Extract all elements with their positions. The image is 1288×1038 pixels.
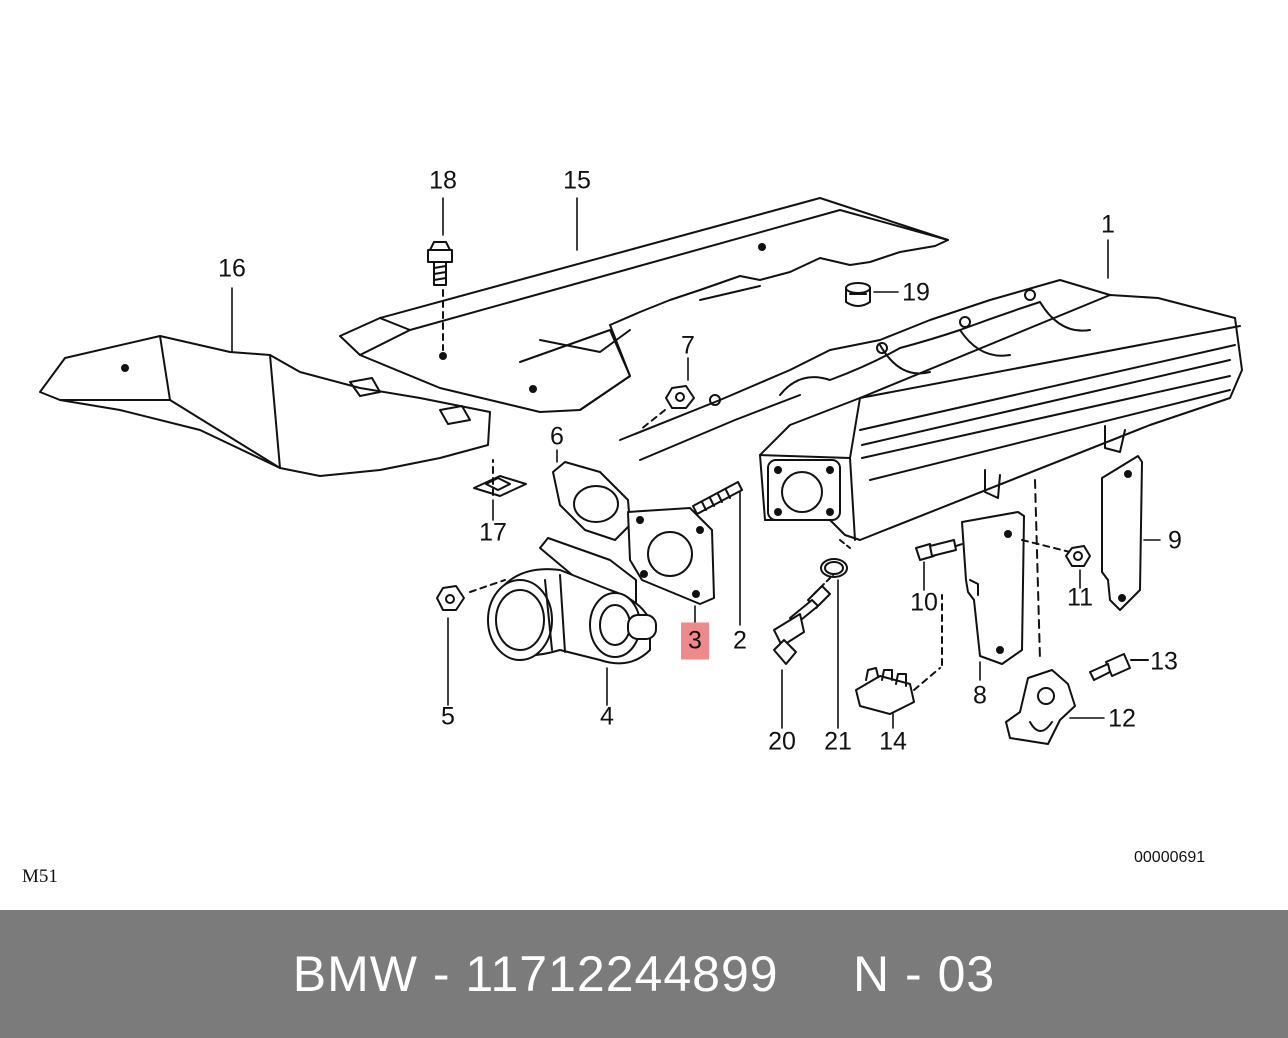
footer-bar: BMW - 11712244899 N - 03: [0, 910, 1288, 1038]
part-20-sensor: [773, 573, 835, 665]
part-11-nut: [1065, 545, 1091, 567]
callout-9[interactable]: 9: [1168, 526, 1182, 555]
part-6-gasket: [552, 461, 631, 541]
callout-2[interactable]: 2: [733, 626, 747, 655]
callout-13[interactable]: 13: [1150, 647, 1178, 676]
leader-lines: [231, 197, 1161, 729]
callout-8[interactable]: 8: [973, 681, 987, 710]
callout-5[interactable]: 5: [441, 702, 455, 731]
parts-diagram: [39, 197, 1243, 745]
callout-18[interactable]: 18: [429, 166, 457, 195]
engine-code-label: M51: [22, 866, 58, 887]
part-13-bolt: [1089, 653, 1149, 681]
callout-19[interactable]: 19: [902, 278, 930, 307]
callout-3-highlighted[interactable]: 3: [681, 622, 709, 660]
drawing-number-label: 00000691: [1134, 849, 1206, 866]
callout-6[interactable]: 6: [550, 422, 564, 451]
callout-7[interactable]: 7: [681, 331, 695, 360]
part-8-bracket: [961, 511, 1071, 665]
part-1-intake-manifold: [619, 279, 1243, 661]
callout-4[interactable]: 4: [600, 702, 614, 731]
part-number-caption: BMW - 11712244899 N - 03: [292, 946, 996, 1002]
part-2-stud: [692, 481, 743, 515]
part-4-throttle-body: [487, 537, 657, 665]
part-10-bolt: [915, 539, 976, 561]
part-18-bolt: [427, 241, 453, 351]
part-5-nut: [436, 579, 506, 611]
callout-17[interactable]: 17: [479, 518, 507, 547]
part-17-clip: [473, 459, 527, 497]
part-21-o-ring: [820, 539, 851, 578]
callout-11[interactable]: 11: [1067, 583, 1093, 612]
callout-1[interactable]: 1: [1101, 210, 1115, 239]
part-16-cover-plate: [39, 335, 491, 477]
callout-15[interactable]: 15: [563, 166, 591, 195]
part-9-bracket: [1101, 455, 1143, 611]
part-12-clamp: [1005, 669, 1076, 745]
callout-12[interactable]: 12: [1108, 704, 1136, 733]
part-19-grommet: [845, 282, 871, 307]
callout-10[interactable]: 10: [910, 588, 938, 617]
part-7-nut: [639, 385, 695, 431]
callout-16[interactable]: 16: [218, 254, 246, 283]
part-15-top-cover: [339, 197, 949, 413]
callout-20[interactable]: 20: [768, 727, 796, 756]
callout-14[interactable]: 14: [879, 727, 907, 756]
callout-21[interactable]: 21: [824, 727, 852, 756]
part-3-gasket: [627, 507, 715, 605]
part-14-connector: [855, 594, 943, 715]
